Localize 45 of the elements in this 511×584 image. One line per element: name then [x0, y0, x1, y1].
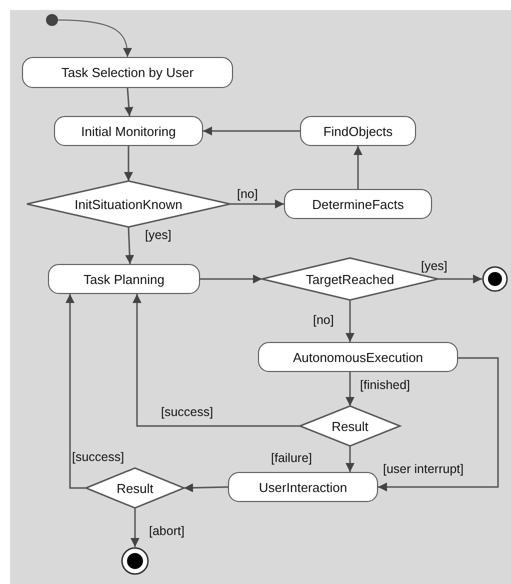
- node-label: Task Planning: [84, 272, 164, 286]
- arrow: [132, 294, 300, 427]
- guard-label: [success]: [160, 405, 214, 419]
- node-label: Result: [116, 480, 154, 496]
- action-box: [48, 264, 200, 294]
- arrow: [200, 274, 262, 284]
- arrow: [230, 200, 284, 208]
- arrow: [438, 274, 482, 284]
- node-label: FindObjects: [323, 124, 393, 138]
- arrow: [124, 88, 134, 116]
- arrow: [124, 146, 133, 181]
- guard-label: [user interrupt]: [382, 462, 465, 476]
- node-label: UserInteraction: [258, 480, 348, 494]
- arrow: [354, 146, 362, 189]
- node-label: Result: [332, 418, 368, 434]
- node-label: InitSituationKnown: [74, 196, 182, 212]
- node-label: Task Selection by User: [61, 65, 194, 80]
- arrow: [125, 226, 134, 264]
- arrow: [378, 357, 499, 492]
- guard-label: [finished]: [359, 378, 412, 392]
- arrow: [346, 446, 354, 472]
- guard-label: [abort]: [148, 524, 186, 538]
- guard-label: [failure]: [270, 451, 313, 465]
- node-label: AutonomousExecution: [292, 350, 424, 364]
- action-box: [258, 342, 458, 372]
- arrow: [130, 508, 140, 547]
- guard-label: [success]: [71, 450, 126, 464]
- action-box: [284, 189, 432, 219]
- guard-label: [yes]: [420, 259, 448, 273]
- node-label: TargetReached: [306, 272, 394, 286]
- action-box: [300, 116, 416, 146]
- guard-label: [no]: [236, 187, 259, 201]
- arrow: [346, 300, 354, 342]
- arrow: [58, 20, 132, 58]
- action-box: [228, 472, 378, 502]
- arrow: [184, 483, 228, 492]
- arrow: [346, 372, 354, 406]
- guard-label: [no]: [312, 313, 335, 327]
- arrow: [66, 294, 86, 489]
- node-label: DetermineFacts: [312, 196, 404, 212]
- arrow: [203, 126, 300, 136]
- action-box: [22, 57, 233, 88]
- node-label: Initial Monitoring: [81, 124, 176, 138]
- action-box: [54, 116, 203, 146]
- guard-label: [yes]: [144, 228, 172, 242]
